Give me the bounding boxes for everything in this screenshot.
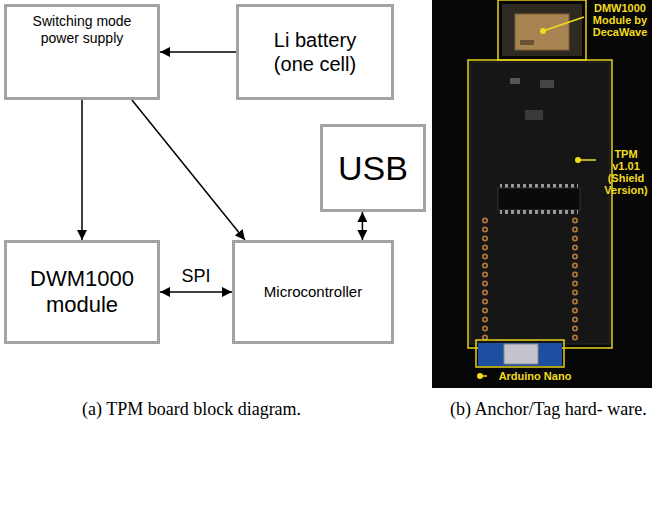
connector-arrow	[160, 51, 236, 53]
block-box: Microcontroller	[232, 240, 394, 344]
module-marking	[520, 40, 534, 45]
leader-line	[480, 375, 487, 377]
chip-pins	[500, 184, 578, 188]
module-pcb	[502, 4, 582, 56]
callout-label: Arduino Nano	[490, 370, 580, 382]
arduino-outline	[476, 340, 564, 367]
connector-arrow	[362, 212, 364, 240]
block-label: Li battery (one cell)	[259, 28, 371, 76]
block-label: USB	[338, 148, 408, 189]
block-box: Li battery (one cell)	[236, 4, 394, 100]
microcontroller-chip	[498, 188, 580, 210]
module-outline	[498, 0, 586, 60]
callout-label: TPM v1.01 (Shield Version)	[600, 148, 652, 196]
block-box: USB	[320, 124, 426, 212]
smd-part	[510, 78, 520, 84]
block-label: DWM1000 module	[20, 266, 144, 319]
arduino-board	[478, 343, 562, 366]
connector-arrow	[132, 100, 245, 240]
shield-outline	[468, 60, 612, 348]
usb-connector	[504, 344, 538, 364]
callout-label: DMW1000 Module by DecaWave	[588, 2, 652, 38]
shield-pcb	[470, 62, 610, 344]
block-label: Switching mode power supply	[20, 13, 144, 47]
subfigure-caption: (b) Anchor/Tag hard- ware.	[450, 392, 650, 426]
smd-part	[525, 110, 543, 120]
connector-arrow	[160, 291, 232, 293]
leader-line	[578, 159, 596, 161]
module-shield-can	[515, 14, 569, 50]
chip-pins	[500, 210, 578, 214]
connector-arrow	[81, 100, 83, 240]
signal-label: SPI	[179, 266, 212, 287]
header-holes	[480, 216, 490, 342]
block-box: DWM1000 module	[4, 240, 160, 344]
header-holes	[570, 216, 580, 342]
block-label: Microcontroller	[264, 283, 362, 301]
smd-part	[540, 80, 554, 88]
leader-line	[543, 17, 584, 31]
block-box: Switching mode power supply	[4, 4, 160, 100]
subfigure-caption: (a) TPM board block diagram.	[82, 392, 382, 426]
photo-background	[432, 0, 652, 388]
